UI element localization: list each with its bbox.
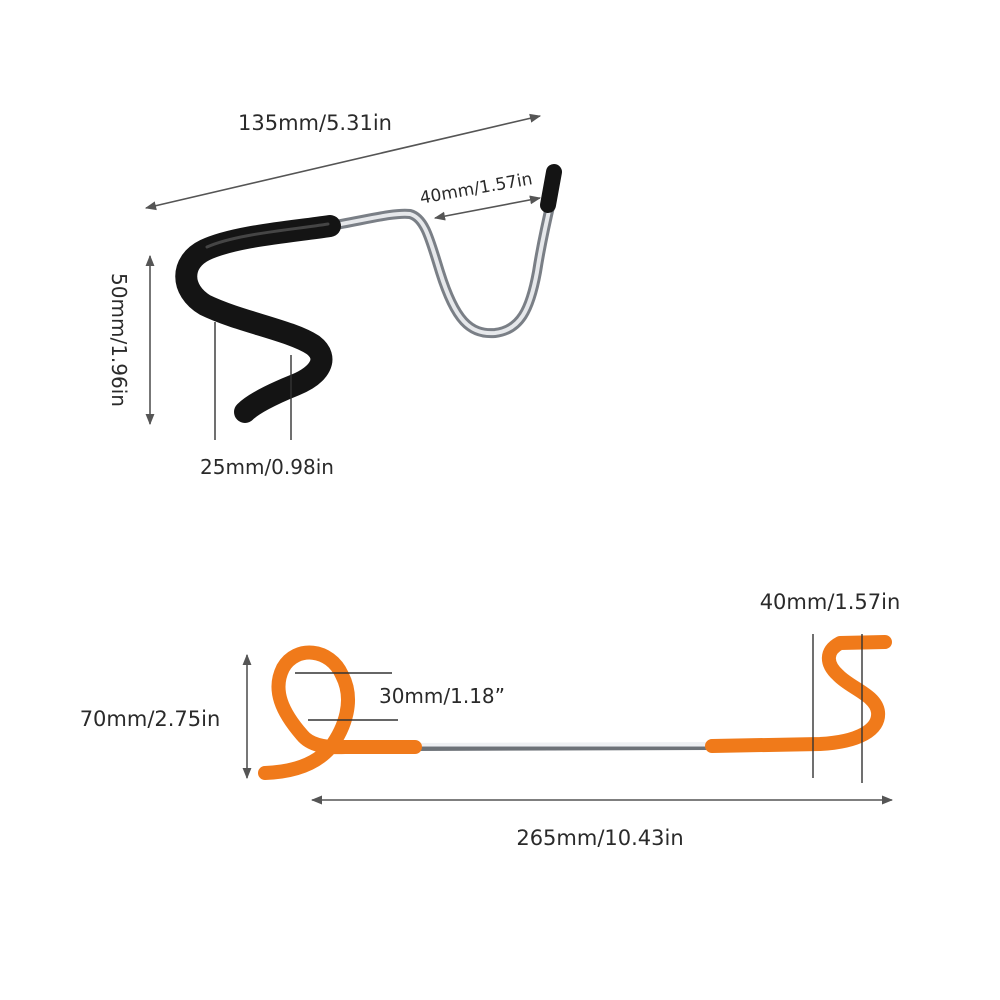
upper-length-dimension-line bbox=[144, 113, 542, 211]
upper-hook-width-dimension-line bbox=[433, 195, 542, 221]
lower-hook-orange-z-end bbox=[705, 635, 892, 753]
upper-height-label: 50mm/1.96in bbox=[107, 273, 131, 407]
lower-hook bbox=[258, 635, 892, 780]
upper-hook-black-coil bbox=[175, 215, 341, 423]
lower-end-width-label: 40mm/1.57in bbox=[760, 590, 901, 614]
lower-hook-steel-shaft bbox=[408, 742, 716, 751]
upper-hook bbox=[175, 164, 562, 423]
lower-hook-orange-loop bbox=[258, 645, 422, 780]
upper-hook-tip-cap bbox=[540, 164, 562, 213]
lower-height-label: 70mm/2.75in bbox=[80, 707, 221, 731]
lower-length-label: 265mm/10.43in bbox=[516, 826, 683, 850]
upper-coil-width-label: 25mm/0.98in bbox=[200, 455, 334, 479]
upper-length-label: 135mm/5.31in bbox=[238, 111, 392, 135]
lower-loop-diameter-label: 30mm/1.18” bbox=[379, 684, 505, 708]
